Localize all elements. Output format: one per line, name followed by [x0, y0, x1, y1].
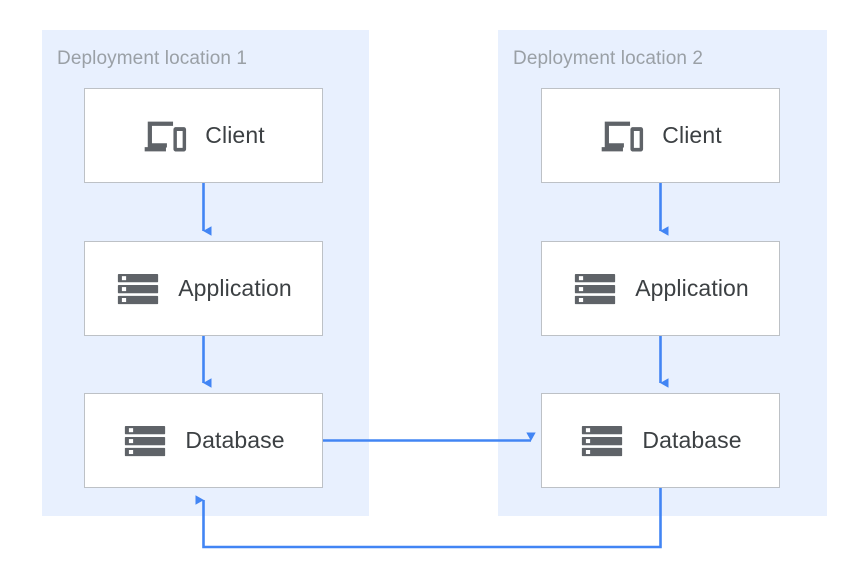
node-application-1[interactable]: Application: [84, 241, 323, 336]
node-database-2-label: Database: [642, 427, 742, 453]
node-database-1-label: Database: [185, 427, 285, 453]
devices-icon: [142, 113, 188, 159]
node-application-1-label: Application: [178, 275, 292, 301]
node-application-2-label: Application: [635, 275, 749, 301]
node-client-2[interactable]: Client: [541, 88, 780, 183]
node-database-1[interactable]: Database: [84, 393, 323, 488]
database-server-icon: [579, 418, 625, 464]
zone-2-title: Deployment location 2: [513, 48, 704, 69]
node-client-1[interactable]: Client: [84, 88, 323, 183]
database-server-icon: [122, 418, 168, 464]
server-icon: [572, 266, 618, 312]
node-client-2-label: Client: [662, 122, 722, 148]
zone-1-title: Deployment location 1: [57, 48, 248, 69]
node-database-2[interactable]: Database: [541, 393, 780, 488]
devices-icon: [599, 113, 645, 159]
node-client-1-label: Client: [205, 122, 265, 148]
node-application-2[interactable]: Application: [541, 241, 780, 336]
server-icon: [115, 266, 161, 312]
